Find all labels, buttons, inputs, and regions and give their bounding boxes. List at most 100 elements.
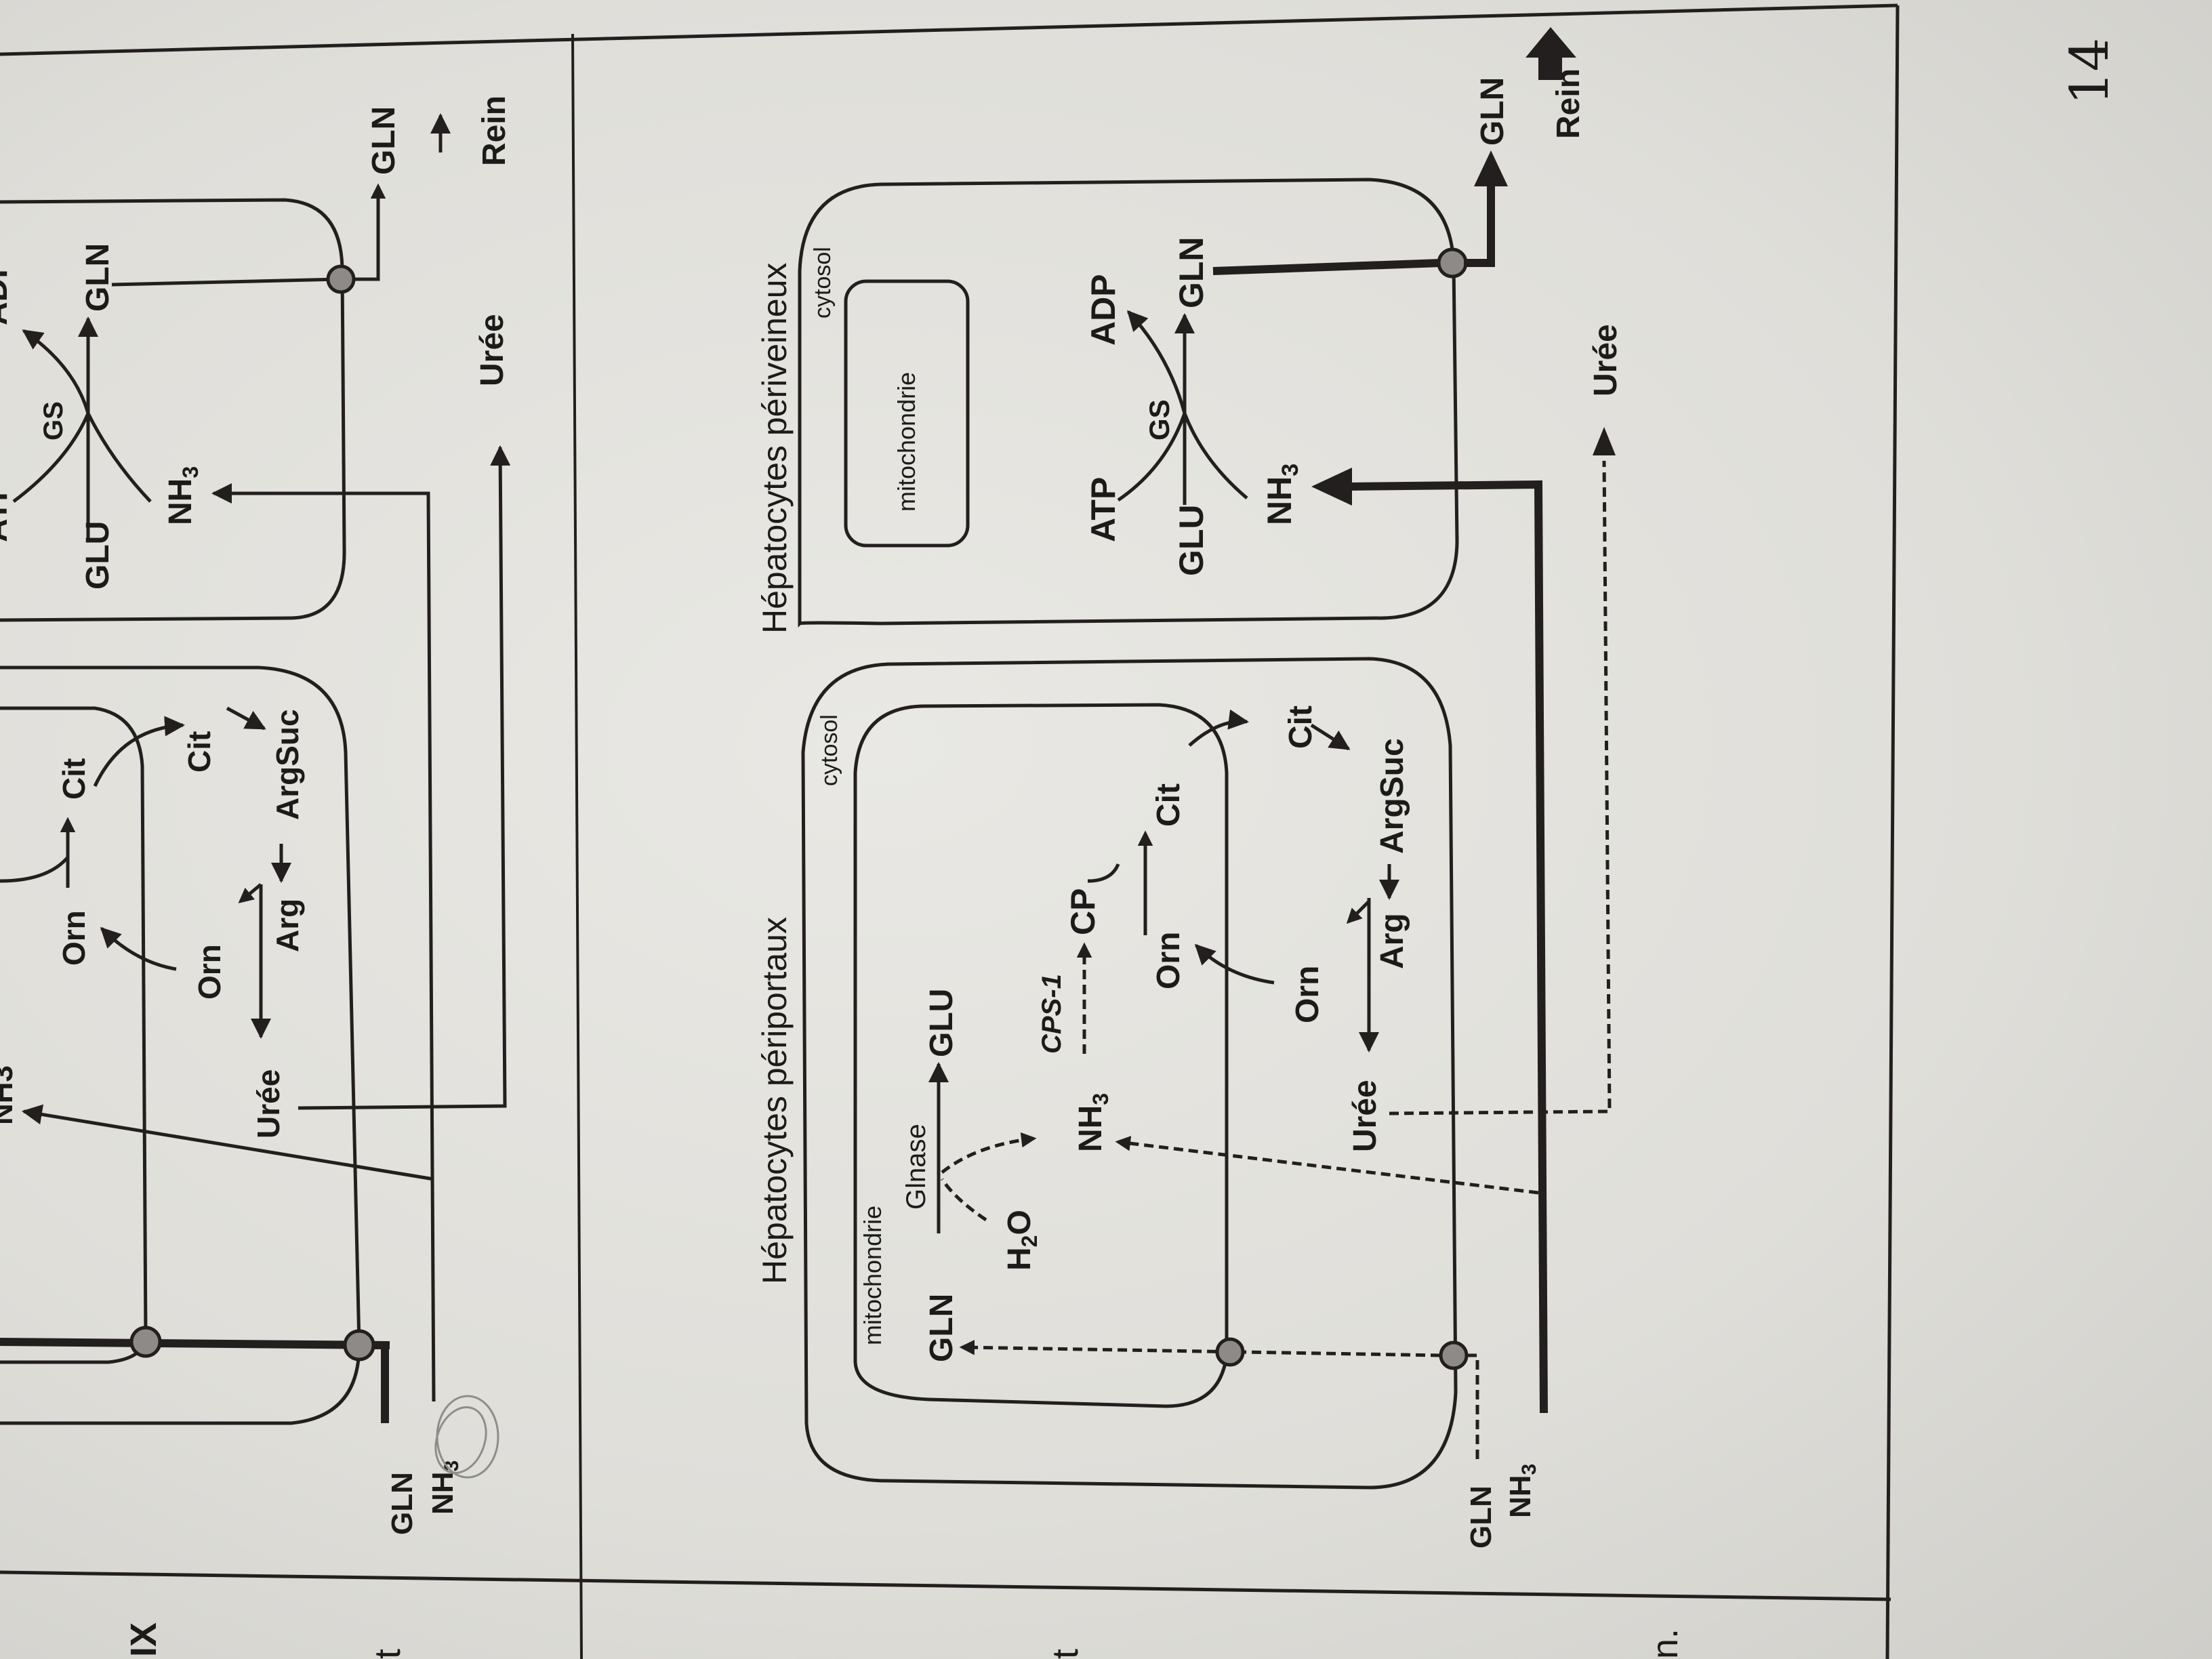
pencil-circle-annotation <box>436 1395 499 1479</box>
pv-gln-export-line <box>1212 259 1441 275</box>
pp-gln-in-label: GLN <box>1465 1486 1498 1549</box>
left-adp-fragment: ADP <box>0 257 14 325</box>
rein-thick-arrow-head <box>1525 27 1576 58</box>
frame-bottom-line <box>0 1570 1891 1601</box>
panel-divider <box>571 33 583 1659</box>
left-cit-to-argsuc <box>226 706 266 731</box>
left-gs-label: GS <box>39 401 68 441</box>
pp-gln-inlet-dashed <box>1467 1353 1479 1460</box>
pp-uree-label: Urée <box>1347 1080 1383 1152</box>
page-frame <box>0 3 1900 1659</box>
pp-cell-membrane <box>801 657 1458 1490</box>
left-pv-transporter <box>326 264 356 294</box>
frame-right-line <box>1885 5 1900 1659</box>
pp-nh3-label: NH3 <box>1073 1093 1113 1152</box>
left-rein-label: Rein <box>476 96 512 166</box>
pp-cytosol-label: cytosol <box>817 714 842 786</box>
left-cit-transport-arrow <box>93 716 185 787</box>
left-nh3-label: NH3 <box>163 466 203 525</box>
left-mito-transporter <box>129 1326 162 1358</box>
pp-nh3-dashed-supply <box>1115 1135 1539 1195</box>
pv-gs-atp-arc <box>1117 310 1187 502</box>
left-margin-ix: IX <box>123 1622 164 1657</box>
pv-nh3-supply-line <box>1348 480 1548 1414</box>
pp-argsuc-label: ArgSuc <box>1374 738 1410 854</box>
pv-atp-label: ATP <box>1084 477 1122 542</box>
pv-cytosol-label: cytosol <box>810 247 836 319</box>
left-periportal-mitochondria <box>0 706 148 1364</box>
pv-gs-label: GS <box>1143 399 1175 441</box>
left-gln-label: GLN <box>80 243 116 312</box>
left-nh3-fragment: NH3 <box>0 1065 19 1125</box>
pp-cit-inner: Cit <box>1151 783 1187 827</box>
left-uree-out-label: Urée <box>474 314 510 386</box>
urea-out-arrowhead <box>1593 427 1616 455</box>
pv-gln-exit-line <box>1464 183 1495 267</box>
glnase-nh3-dashed <box>941 1132 1037 1174</box>
pv-transporter <box>1437 247 1468 279</box>
left-gln-export-line <box>111 277 340 287</box>
left-margin-t: t <box>367 1649 408 1659</box>
left-nh3-to-mito-arrow <box>22 1104 434 1181</box>
left-gln-in-label: GLN <box>386 1472 419 1535</box>
right-panel: Hépatocytes périveineux cytosol mitochon… <box>756 27 1685 1659</box>
pv-rein-label: Rein <box>1551 68 1586 139</box>
pv-nh3-arrowhead <box>1311 468 1352 506</box>
glnase-gln-label: GLN <box>924 1294 960 1362</box>
pp-mito-transporter <box>1215 1337 1245 1367</box>
pencil-circle-annotation-2 <box>434 1406 487 1474</box>
pv-title: Hépatocytes périveineux <box>756 262 794 634</box>
pv-glu-label: GLU <box>1172 504 1210 576</box>
left-panel: GLU GLN GS NH3 ATP ADP GLN Rein Urée GLN… <box>0 96 512 1659</box>
pp-orn-inner: Orn <box>1151 932 1187 989</box>
pp-mito-label: mitochondrie <box>859 1206 886 1345</box>
frame-top-line <box>0 3 1898 56</box>
cp-label: CP <box>1064 888 1102 935</box>
left-nh3-in-label: NH3 <box>426 1460 463 1515</box>
pp-orn-transport <box>1194 943 1275 985</box>
left-uree-label: Urée <box>251 1069 286 1139</box>
pv-uree-out-label: Urée <box>1588 324 1624 396</box>
pp-arg-to-orn <box>1346 900 1370 924</box>
glnase-glu-label: GLU <box>924 989 960 1057</box>
pv-gln-label: GLN <box>1172 237 1210 308</box>
pp-cell-transporter <box>1439 1340 1469 1370</box>
right-margin-n: n. <box>1645 1629 1685 1659</box>
right-margin-t: t <box>1045 1649 1086 1659</box>
left-cit-outer: Cit <box>182 731 217 773</box>
left-gln-inlet <box>373 1341 389 1423</box>
glnase-enzyme-label: Glnase <box>901 1124 931 1210</box>
pv-gln-exit-arrowhead <box>1474 150 1508 186</box>
pp-orn-outer: Orn <box>1290 966 1326 1023</box>
pp-nh3-in-label: NH3 <box>1504 1464 1540 1518</box>
left-atp-fragment: ATP <box>0 480 14 542</box>
left-gln-import-line <box>0 1338 390 1349</box>
left-cit-inner: Cit <box>56 758 91 800</box>
pp-cit-transport <box>1188 709 1249 747</box>
left-arg-to-orn <box>238 883 262 903</box>
left-pp-transporter <box>343 1329 375 1361</box>
pp-gln-dashed-import <box>959 1340 1441 1357</box>
left-urea-out-line <box>298 445 511 1110</box>
left-gln-exit-arrow <box>354 183 386 281</box>
left-gln-out-label: GLN <box>366 106 402 175</box>
pp-cit-to-argsuc <box>1310 723 1351 751</box>
left-nh3-supply-line <box>211 483 436 1402</box>
h2o-label: H2O <box>1002 1210 1042 1271</box>
left-orn-inner: Orn <box>56 910 91 966</box>
left-periportal-cell <box>0 665 361 1425</box>
left-cp-orn-to-cit <box>0 820 68 888</box>
pp-title: Hépatocytes périportaux <box>756 917 794 1284</box>
left-perivenous-cell <box>0 198 346 622</box>
pp-mitochondria <box>853 703 1229 1408</box>
glnase-h2o-dashed <box>940 1178 987 1222</box>
pp-orn-to-cit <box>1087 834 1145 935</box>
pv-adp-label: ADP <box>1084 274 1122 346</box>
left-orn-outer: Orn <box>192 944 227 1000</box>
pv-nh3-label: NH3 <box>1261 464 1303 525</box>
pv-mitochondria <box>844 279 970 548</box>
pv-gln-out-label: GLN <box>1475 77 1511 146</box>
left-gs-nh3-arc <box>86 412 152 503</box>
